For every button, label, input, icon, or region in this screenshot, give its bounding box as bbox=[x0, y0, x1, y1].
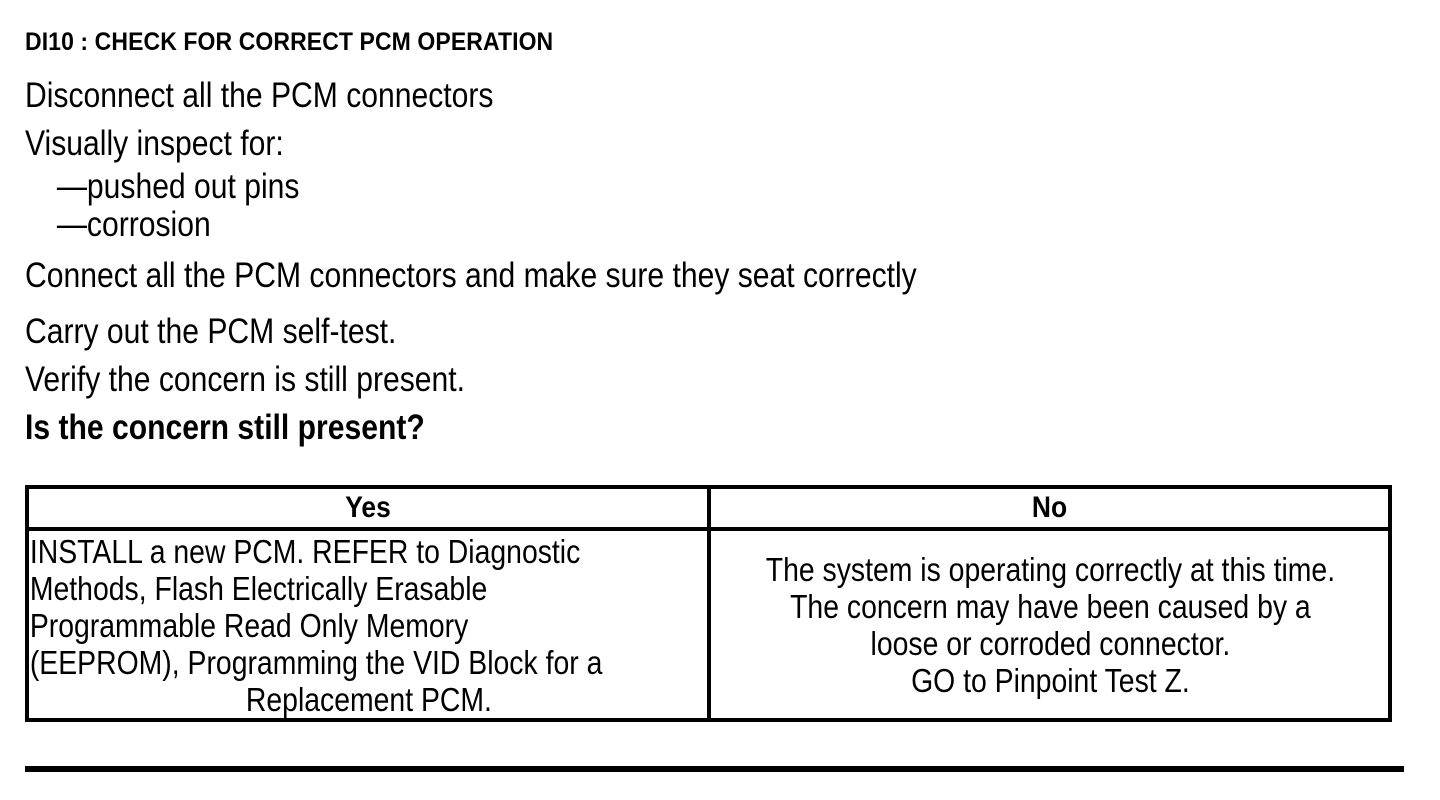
bottom-divider-rule bbox=[25, 766, 1404, 772]
column-header-no: No bbox=[707, 485, 1392, 531]
no-action-line-1: The system is operating correctly at thi… bbox=[765, 551, 1336, 588]
procedure-bullet-corrosion: —corrosion bbox=[56, 205, 211, 244]
procedure-line-disconnect: Disconnect all the PCM connectors bbox=[25, 76, 494, 115]
column-header-yes: Yes bbox=[25, 485, 711, 531]
procedure-line-verify: Verify the concern is still present. bbox=[25, 360, 465, 399]
procedure-line-inspect: Visually inspect for: bbox=[25, 124, 284, 163]
column-header-yes-label: Yes bbox=[345, 491, 391, 524]
procedure-line-self-test: Carry out the PCM self-test. bbox=[25, 312, 397, 351]
no-action-line-3: loose or corroded connector. bbox=[870, 625, 1231, 662]
no-action-text: The system is operating correctly at thi… bbox=[711, 531, 1389, 699]
cell-yes-action: INSTALL a new PCM. REFER to Diagnostic M… bbox=[25, 527, 711, 722]
yes-action-text: INSTALL a new PCM. REFER to Diagnostic M… bbox=[29, 531, 708, 718]
table-header-row: Yes No bbox=[25, 485, 1392, 531]
procedure-list: Disconnect all the PCM connectors Visual… bbox=[25, 72, 1385, 452]
no-action-line-2: The concern may have been caused by a bbox=[790, 588, 1311, 625]
yes-action-line-5: Replacement PCM. bbox=[245, 681, 492, 718]
yes-action-line-3: Programmable Read Only Memory bbox=[29, 607, 469, 644]
decision-table: Yes No INSTALL a new PCM. REFER to Diagn… bbox=[25, 485, 1392, 722]
no-action-line-4: GO to Pinpoint Test Z. bbox=[911, 662, 1190, 699]
cell-no-action: The system is operating correctly at thi… bbox=[707, 527, 1392, 722]
procedure-bullet-pushed-out-pins: —pushed out pins bbox=[56, 167, 300, 206]
column-header-no-label: No bbox=[1031, 491, 1068, 524]
table-row: INSTALL a new PCM. REFER to Diagnostic M… bbox=[25, 527, 1392, 722]
procedure-line-connect: Connect all the PCM connectors and make … bbox=[25, 256, 917, 295]
page-title: DI10 : CHECK FOR CORRECT PCM OPERATION bbox=[25, 28, 554, 56]
yes-action-line-4: (EEPROM), Programming the VID Block for … bbox=[29, 644, 603, 681]
yes-action-line-2: Methods, Flash Electrically Erasable bbox=[29, 570, 488, 607]
procedure-question: Is the concern still present? bbox=[25, 408, 425, 447]
yes-action-line-1: INSTALL a new PCM. REFER to Diagnostic bbox=[29, 533, 581, 570]
